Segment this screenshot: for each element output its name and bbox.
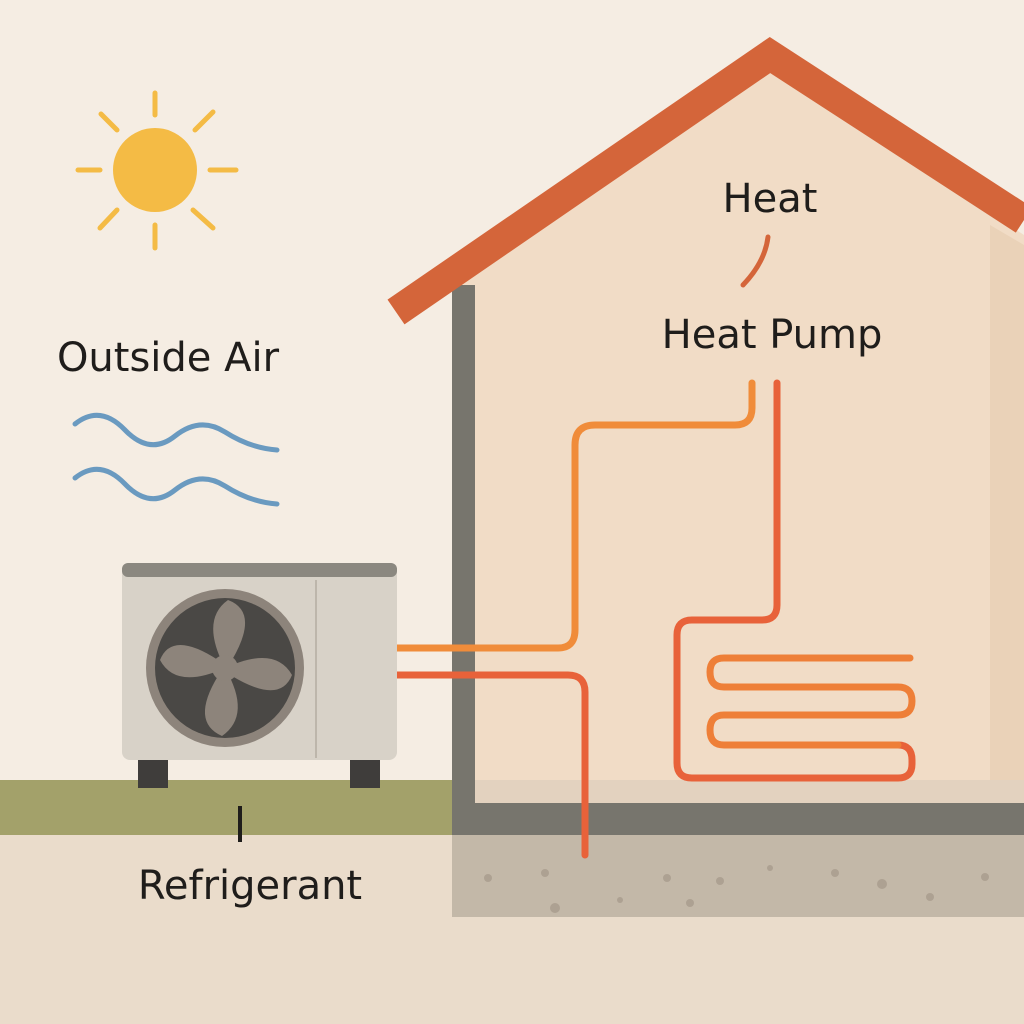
fan-icon [146,589,304,747]
foundation-speckles [484,865,989,913]
roof [387,36,1024,325]
unit-right-foot [350,760,380,788]
air-waves-icon [72,412,280,507]
unit-left-foot [138,760,168,788]
sun-icon [75,90,239,251]
pipes [393,379,916,859]
house-left-wall [452,285,475,835]
label-outside-air: Outside Air [57,335,280,381]
radiator-coil [706,654,916,749]
foundation [452,835,1024,917]
unit-top-cap [122,563,397,577]
house-floor-slab [452,803,1024,835]
house-interior [452,70,1024,835]
warm-refrigerant-pipe [393,379,756,652]
label-refrigerant: Refrigerant [138,863,362,909]
indoor-loop-pipe [673,379,916,782]
label-heat: Heat [723,176,818,222]
outdoor-heat-pump-unit [122,563,397,788]
hot-refrigerant-pipe [393,671,589,859]
floor-band [475,780,1024,803]
heat-pointer-line [740,234,771,288]
house [387,36,1024,917]
grass-strip [0,780,452,835]
house-side-wall [990,225,1024,810]
label-heat-pump: Heat Pump [662,312,883,358]
